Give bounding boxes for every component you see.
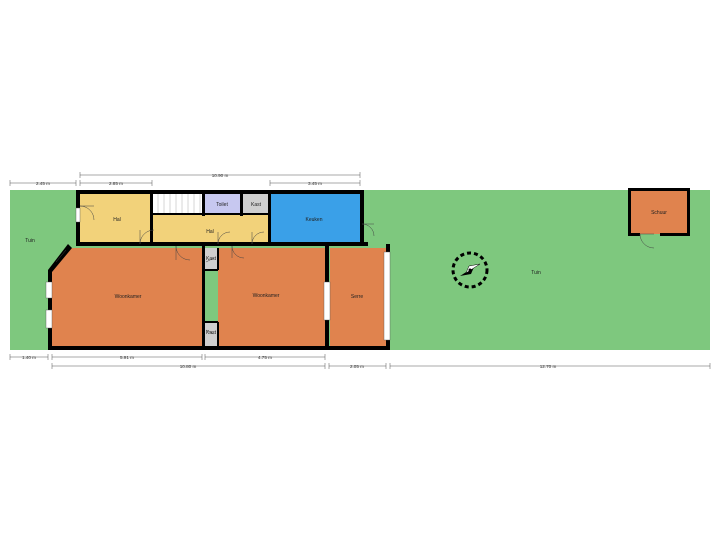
dimension-lines-bottom xyxy=(9,354,711,369)
room-stairs xyxy=(152,194,204,214)
room-kast-bottom xyxy=(204,322,218,346)
dim-bottom-serre: 2.05 m xyxy=(350,364,364,369)
room-woonkamer-2 xyxy=(218,248,326,346)
dim-bottom-total: 10.80 m xyxy=(180,364,197,369)
windows xyxy=(45,207,391,341)
dim-top-total: 10.90 m xyxy=(212,173,229,178)
room-schuur xyxy=(630,190,688,234)
label-kast-top: Kast xyxy=(251,202,262,208)
label-schuur: Schuur xyxy=(651,210,667,216)
label-tuin-left: Tuin xyxy=(25,238,35,244)
room-hal-mid xyxy=(152,214,270,244)
dim-bottom-woon1: 5.91 m xyxy=(120,355,134,360)
dimension-lines-top xyxy=(9,172,361,186)
label-woonkamer-1: Woonkamer xyxy=(115,294,142,300)
dim-bottom-tuin-right: 12.70 m xyxy=(540,364,557,369)
stairs-icon xyxy=(157,194,201,214)
dim-top-keuken: 3.45 m xyxy=(308,181,322,186)
dim-bottom-tuin: 1.40 m xyxy=(22,355,36,360)
dim-bottom-woon2: 4.75 m xyxy=(258,355,272,360)
dim-top-tuin: 2.45 m xyxy=(36,181,50,186)
label-kast-bottom: Kast xyxy=(206,330,217,336)
compass-icon xyxy=(451,251,489,289)
label-kast-mid: Kast xyxy=(206,256,217,262)
dim-top-hal: 2.85 m xyxy=(109,181,123,186)
door-swings xyxy=(55,205,655,335)
label-hal-mid: Hal xyxy=(206,229,214,235)
label-woonkamer-2: Woonkamer xyxy=(253,293,280,299)
room-serre xyxy=(330,248,386,346)
room-kast-mid xyxy=(204,248,218,270)
label-keuken: Keuken xyxy=(306,217,323,223)
label-serre: Serre xyxy=(351,294,363,300)
room-toilet xyxy=(204,194,242,214)
label-hal-front: Hal xyxy=(113,217,121,223)
room-woonkamer-1 xyxy=(52,248,204,346)
label-tuin-right: Tuin xyxy=(531,270,541,276)
room-kast-top xyxy=(242,194,270,214)
label-toilet: Toilet xyxy=(216,202,228,208)
room-keuken xyxy=(270,194,360,244)
